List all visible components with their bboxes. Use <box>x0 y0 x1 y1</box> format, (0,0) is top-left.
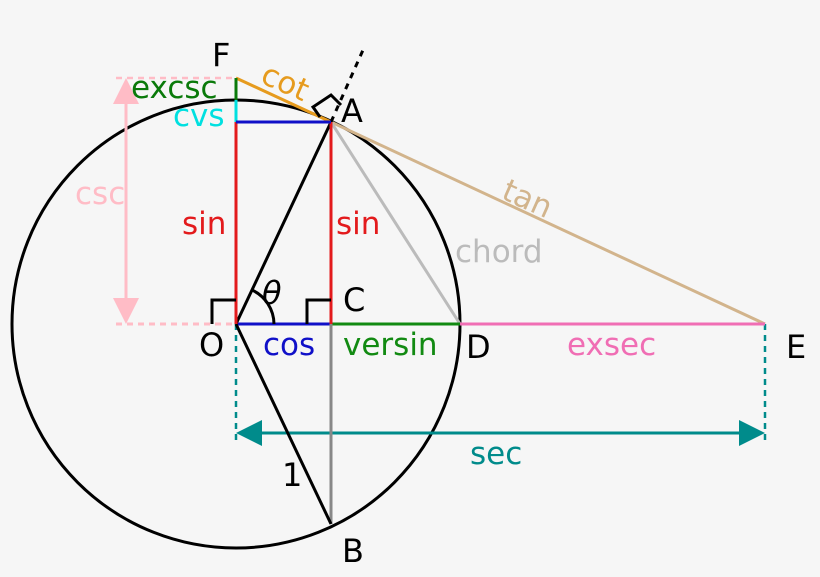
sin-left-label: sin <box>182 206 226 242</box>
exsec-label: exsec <box>567 327 656 363</box>
cvs-label: cvs <box>173 98 225 134</box>
excsc-label: excsc <box>131 70 218 106</box>
chord-line <box>329 121 462 325</box>
radius-label: 1 <box>282 456 302 494</box>
csc-arrow-bottom <box>113 298 139 324</box>
right-angle-a <box>310 93 343 118</box>
sec-label: sec <box>470 436 522 472</box>
cos-label: cos <box>263 327 315 363</box>
chord-label: chord <box>455 234 543 270</box>
point-label-b: B <box>342 532 364 570</box>
radius-ob <box>234 323 333 525</box>
right-angle-c <box>305 298 331 324</box>
tan-line <box>330 120 766 326</box>
theta-arc <box>251 288 276 325</box>
sec-arrow-right <box>739 420 765 446</box>
radius-oa <box>234 121 333 325</box>
point-label-f: F <box>212 36 230 74</box>
point-label-e: E <box>786 328 806 366</box>
right-angle-o <box>210 298 236 324</box>
point-label-d: D <box>466 328 491 366</box>
radius-extension <box>329 49 365 123</box>
cot-line <box>235 76 332 124</box>
tan-label: tan <box>497 172 558 226</box>
sec-arrow-left <box>236 420 262 446</box>
point-label-o: O <box>199 326 224 364</box>
point-label-c: C <box>343 281 365 319</box>
theta-label: θ <box>262 274 282 312</box>
csc-arrow-top <box>113 78 139 104</box>
csc-label: csc <box>75 176 125 212</box>
sin-right-label: sin <box>336 206 380 242</box>
point-label-a: A <box>341 92 363 130</box>
versin-label: versin <box>343 327 438 363</box>
